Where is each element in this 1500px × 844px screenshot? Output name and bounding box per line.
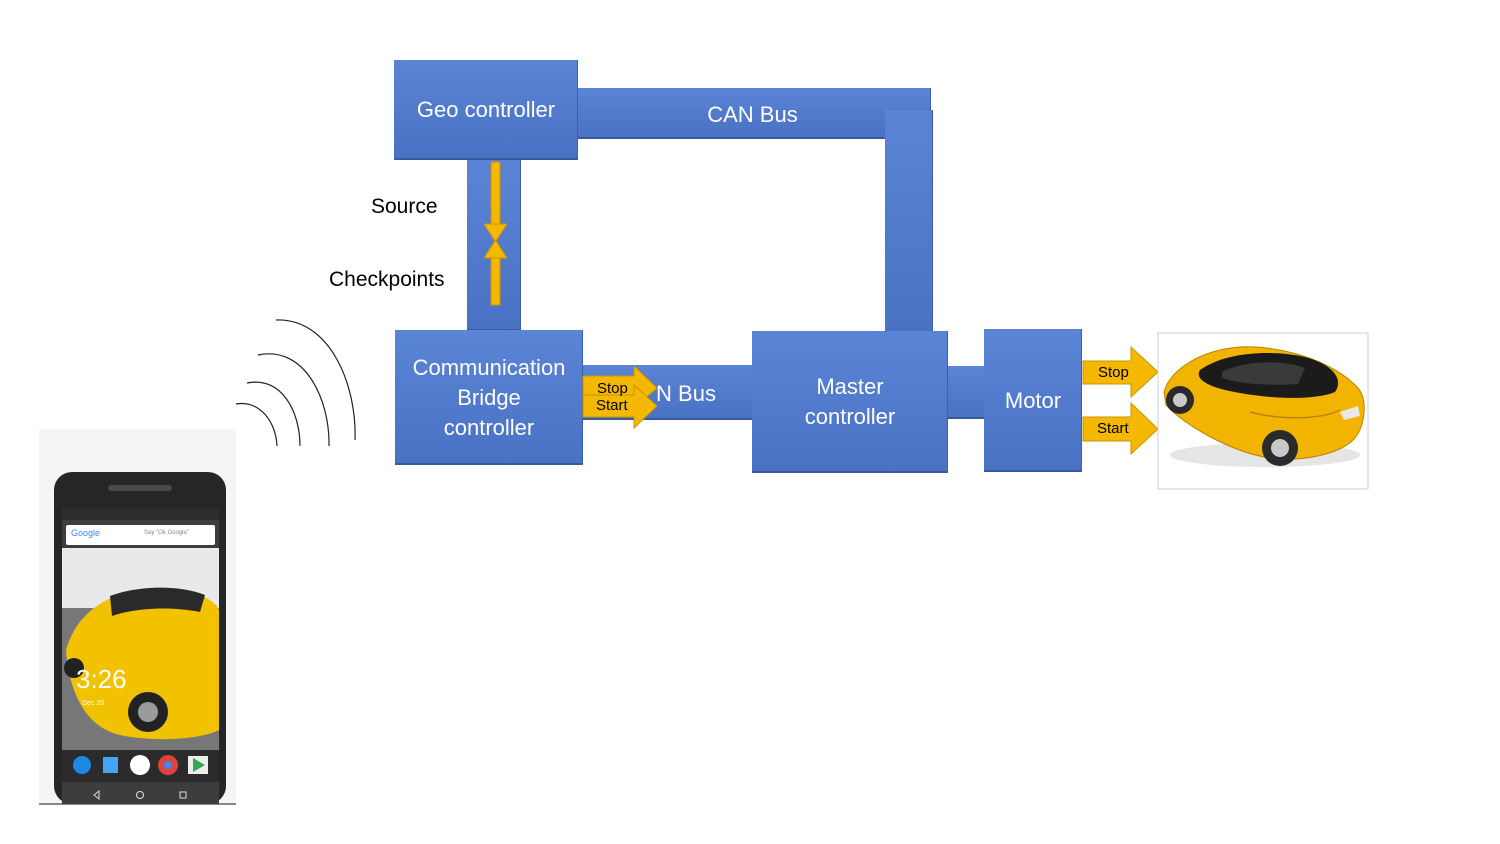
phone-clock: 3:26 [76, 664, 127, 694]
wireless-signal-icon [235, 319, 356, 447]
master-controller-block [752, 331, 948, 473]
bridge-start-label: Start [596, 397, 628, 414]
motor-block [984, 329, 1082, 472]
phone-search-hint: Say "Ok Google" [144, 530, 189, 536]
phone-date: Dec 26 [82, 700, 105, 707]
phone-google-logo: Google [71, 528, 101, 538]
can-bus-top-bar [576, 88, 931, 139]
geo-controller-block [394, 60, 578, 160]
motor-stop-arrow [1082, 345, 1159, 399]
smartphone-image [39, 429, 236, 805]
can-bus-mid-label: N Bus [656, 381, 716, 406]
can-bus-vertical-bar [885, 110, 933, 336]
geo-controller-label: Geo controller [416, 97, 556, 122]
motor-start-label: Start [1097, 420, 1129, 437]
bridge-start-arrow [582, 383, 658, 430]
master-motor-link [947, 366, 985, 419]
motor-stop-label: Stop [1098, 364, 1129, 381]
can-bus-mid-bar [582, 365, 754, 420]
sports-car-image [1157, 332, 1369, 490]
bridge-controller-block [395, 330, 583, 465]
checkpoints-label: Checkpoints [329, 268, 445, 291]
can-bus-top-label: CAN Bus [707, 102, 798, 127]
source-label: Source [371, 195, 438, 218]
motor-start-arrow [1082, 401, 1159, 456]
bridge-controller-label: Communication Bridge controller [412, 354, 566, 440]
motor-label: Motor [1004, 387, 1062, 413]
master-controller-label: Master controller [804, 374, 896, 429]
source-checkpoints-arrow [483, 161, 508, 306]
bridge-stop-label: Stop [597, 380, 628, 397]
